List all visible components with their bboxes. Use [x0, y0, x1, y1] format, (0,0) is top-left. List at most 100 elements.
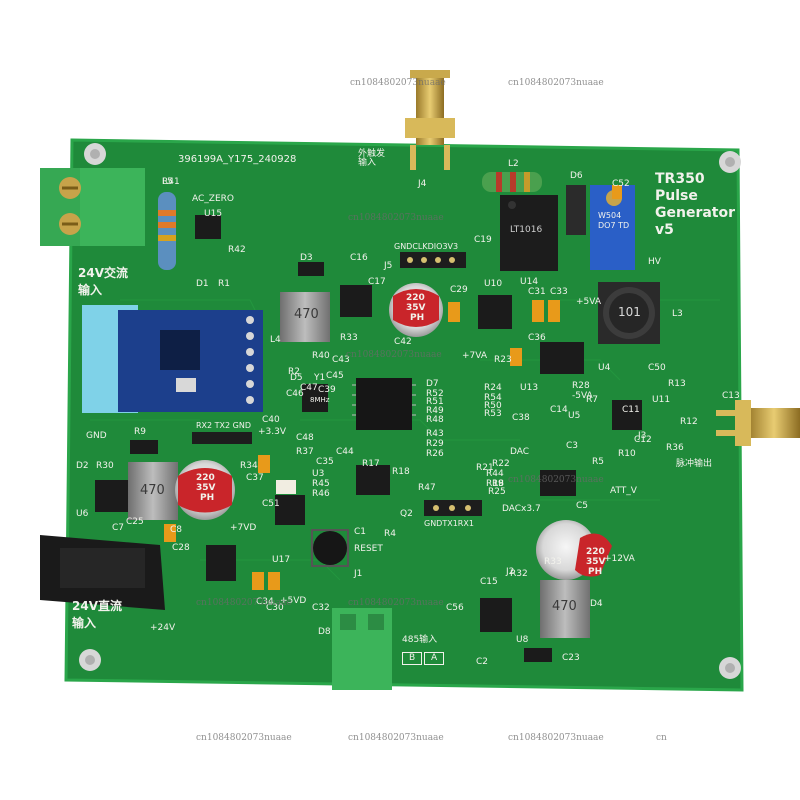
watermark: cn1084802073nuaae — [348, 733, 444, 743]
refdes-u11: U11 — [652, 395, 671, 405]
refdes-c38: C38 — [512, 413, 530, 423]
inductor-l4-value: 470 — [294, 307, 319, 322]
plus24v-label: +24V — [150, 623, 176, 633]
refdes-r1: R1 — [218, 279, 230, 289]
refdes-c17: C17 — [368, 277, 386, 287]
refdes-j3: J3 — [638, 431, 647, 441]
lt-chip-label: LT1016 — [510, 225, 543, 235]
plus5va-label: +5VA — [576, 297, 602, 307]
board-title-3: Generator — [655, 205, 736, 221]
pulse-out-label: 脉冲输出 — [676, 459, 713, 469]
refdes-r50: R50 — [484, 401, 502, 411]
sma-connector-right — [716, 400, 800, 446]
refdes-r32: R32 — [510, 569, 528, 579]
resistor-r41 — [158, 192, 176, 270]
refdes-u14: U14 — [520, 277, 539, 287]
electrolytic-caps — [175, 283, 612, 580]
refdes-r2: R2 — [288, 367, 300, 377]
att-v-label: ATT_V — [610, 486, 637, 496]
refdes-r17: R17 — [362, 459, 380, 469]
refdes-u15: U15 — [204, 209, 223, 219]
ic-socket — [566, 185, 586, 235]
refdes-r26: R26 — [426, 449, 444, 459]
refdes-c14: C14 — [550, 405, 568, 415]
refdes-c11: C11 — [622, 405, 640, 415]
refdes-r24: R24 — [484, 383, 502, 393]
refdes-c56: C56 — [446, 603, 464, 613]
terminal-block-ac — [40, 168, 145, 246]
refdes-c45: C45 — [326, 371, 344, 381]
refdes-r18: R18 — [392, 467, 410, 477]
refdes-c48: C48 — [296, 433, 314, 443]
dac-label: DAC — [510, 447, 530, 457]
plus7vd-label: +7VD — [230, 523, 257, 533]
refdes-r22: R22 — [492, 459, 510, 469]
refdes-r21: R21 — [476, 463, 494, 473]
refdes-l4: L4 — [270, 335, 281, 345]
reset-button-body — [313, 531, 347, 565]
watermark: cn1084802073nuaae — [350, 78, 446, 88]
refdes-r45: R45 — [312, 479, 330, 489]
watermark: cn1084802073nuaae — [508, 78, 604, 88]
refdes-c31: C31 — [528, 287, 546, 297]
refdes-q2: Q2 — [400, 509, 413, 519]
reset-label: RESET — [354, 544, 383, 554]
refdes-r33: R33 — [544, 557, 562, 567]
watermark: cn1084802073nuaae — [348, 598, 444, 608]
refdes-r23: R23 — [494, 355, 512, 365]
refdes-c35: C35 — [316, 457, 334, 467]
refdes-j2: J2 — [506, 567, 515, 577]
cap2-voltage: 35V — [196, 483, 216, 493]
refdes-c15: C15 — [480, 577, 498, 587]
refdes-r33: R33 — [340, 333, 358, 343]
refdes-d2: D2 — [76, 461, 89, 471]
refdes-c5: C5 — [576, 501, 589, 511]
refdes-d1: D1 — [196, 279, 209, 289]
gnd-label: GND — [86, 431, 107, 441]
refdes-c32: C32 — [312, 603, 330, 613]
refdes-c29: C29 — [450, 285, 468, 295]
crystal-freq-label: 8MHz — [310, 396, 330, 404]
refdes-r37: R37 — [296, 447, 314, 457]
refdes-u3: U3 — [312, 469, 325, 479]
plus12va-label: +12VA — [604, 554, 635, 564]
cap2-value: 220 — [196, 473, 215, 483]
plus7va-label: +7VA — [462, 351, 488, 361]
refdes-c2: C2 — [476, 657, 489, 667]
refdes-c8: C8 — [170, 525, 183, 535]
ac-input-label: 24V交流 — [78, 266, 128, 280]
watermark: cn1084802073nuaae — [196, 733, 292, 743]
debug-header-label: GNDCLKDIO3V3 — [394, 242, 459, 251]
refdes-r44: R44 — [486, 469, 504, 479]
refdes-c25: C25 — [126, 517, 144, 527]
refdes-d5: D5 — [290, 373, 303, 383]
refdes-d6: D6 — [570, 171, 583, 181]
refdes-c34: C34 — [256, 597, 274, 607]
refdes-r10: R10 — [618, 449, 636, 459]
inductor-l2 — [482, 172, 542, 192]
sma-connector-top — [405, 70, 455, 170]
refdes-c33: C33 — [550, 287, 568, 297]
refdes-y1: Y1 — [314, 373, 326, 383]
refdes-r46: R46 — [312, 489, 330, 499]
dacx37-label: DACx3.7 — [502, 504, 541, 514]
rs485-b-label: B — [402, 652, 423, 665]
refdes-u6: U6 — [76, 509, 89, 519]
smd-caps — [164, 185, 622, 590]
cap3-value: 220 — [586, 547, 605, 557]
pcb-board-edge — [64, 138, 744, 692]
ac-zero-label: AC_ZERO — [192, 194, 234, 204]
pin-headers — [192, 252, 482, 516]
bluetooth-module — [82, 305, 263, 413]
dc-jack — [40, 535, 165, 610]
refdes-c16: C16 — [350, 253, 368, 263]
refdes-c52: C52 — [612, 179, 630, 189]
mcu-chip — [352, 378, 416, 430]
refdes-c19: C19 — [474, 235, 492, 245]
hv-label: HV — [648, 257, 661, 267]
rs485-a-label: A — [424, 652, 445, 665]
refdes-r53: R53 — [484, 409, 502, 419]
refdes-r49: R49 — [426, 406, 444, 416]
refdes-r48: R48 — [426, 415, 444, 425]
